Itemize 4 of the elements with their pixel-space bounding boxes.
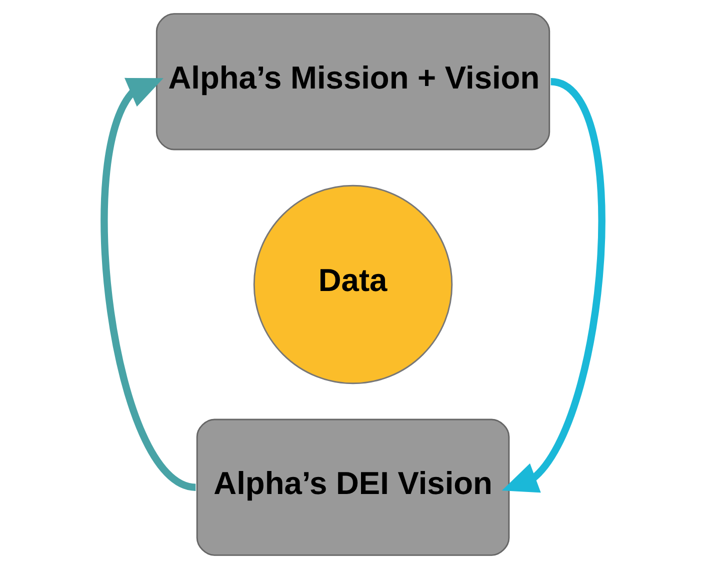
node-box: Alpha’s Mission + Vision <box>156 13 550 150</box>
arrow <box>100 78 197 491</box>
node-circle: Data <box>253 184 453 384</box>
node-box: Alpha’s DEI Vision <box>196 418 510 556</box>
